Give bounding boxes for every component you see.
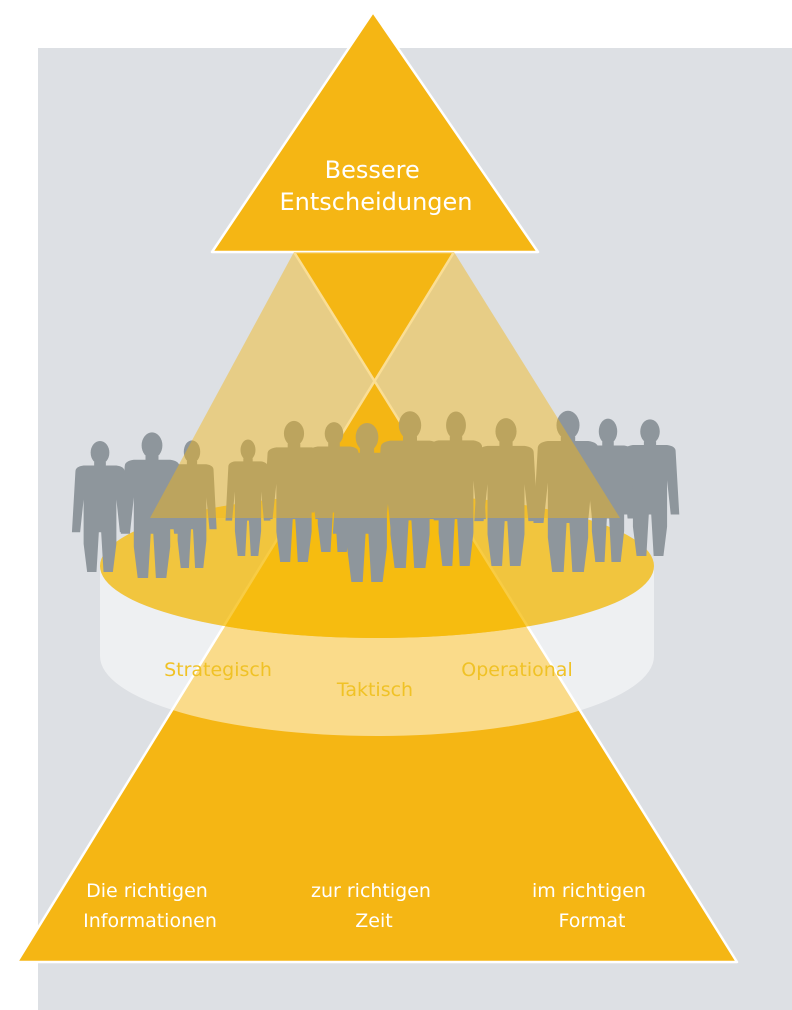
bottom-label-information-line-1: Die richtigen <box>86 880 208 902</box>
top-label-line-2: Entscheidungen <box>280 188 473 216</box>
arrow-overlay <box>150 252 620 518</box>
bottom-label-format: im richtigen Format <box>532 880 652 932</box>
level-label-operational: Operational <box>461 659 572 681</box>
level-label-tactical: Taktisch <box>336 679 413 701</box>
level-label-strategic: Strategisch <box>164 659 272 681</box>
bottom-label-information: Die richtigen Informationen <box>83 880 217 932</box>
bottom-label-format-line-2: Format <box>559 910 626 932</box>
bottom-label-information-line-2: Informationen <box>83 910 217 932</box>
top-label-line-1: Bessere <box>325 156 420 184</box>
bottom-label-time: zur richtigen Zeit <box>311 880 437 932</box>
bottom-label-time-line-2: Zeit <box>355 910 392 932</box>
top-label: Bessere Entscheidungen <box>280 156 473 216</box>
level-cylinder <box>100 566 654 736</box>
bottom-label-format-line-1: im richtigen <box>532 880 646 902</box>
bottom-label-time-line-1: zur richtigen <box>311 880 431 902</box>
